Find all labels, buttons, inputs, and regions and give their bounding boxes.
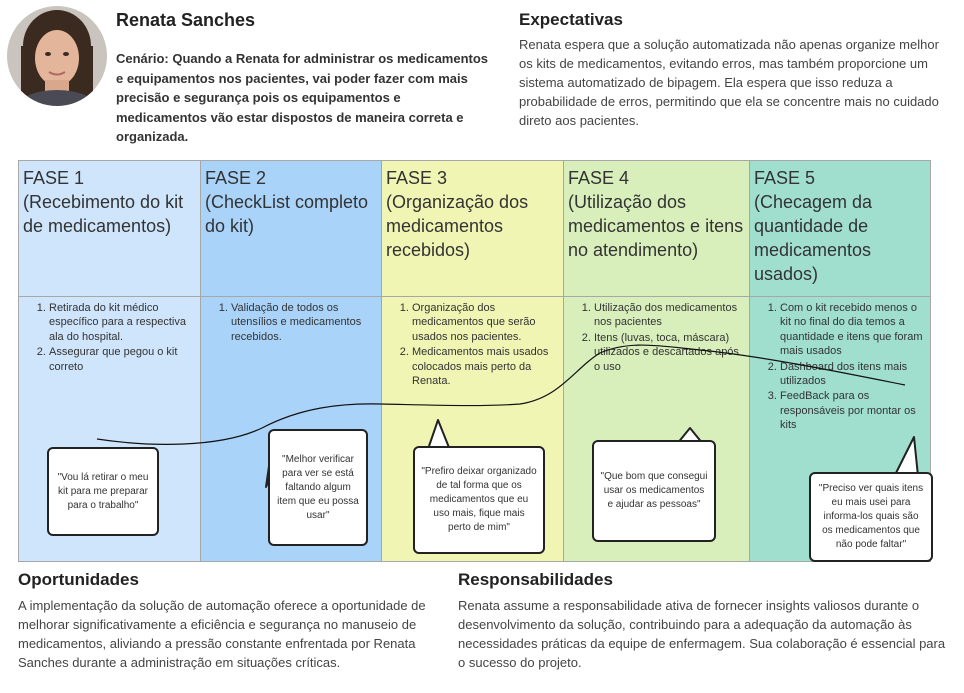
phase-3-item: Medicamentos mais usados colocados mais … bbox=[412, 345, 557, 388]
responsibilities-text: Renata assume a responsabilidade ativa d… bbox=[458, 598, 946, 670]
expectations-title: Expectativas bbox=[519, 10, 623, 29]
quote-bubble-1: "Vou lá retirar o meu kit para me prepar… bbox=[47, 447, 159, 536]
responsibilities-title: Responsabilidades bbox=[458, 570, 613, 589]
quote-bubble-5: "Preciso ver quais itens eu mais usei pa… bbox=[809, 472, 933, 562]
persona-name: Renata Sanches bbox=[116, 10, 256, 30]
phase-4-item: Itens (luvas, toca, máscara) utilizados … bbox=[594, 331, 743, 374]
persona-avatar bbox=[7, 6, 107, 106]
opportunities-title: Oportunidades bbox=[18, 570, 139, 589]
phase-2-body: Validação de todos os utensílios e medic… bbox=[201, 297, 381, 344]
phase-5-title: FASE 5 (Checagem da quantidade de medica… bbox=[750, 161, 930, 297]
phase-2-title: FASE 2 (CheckList completo do kit) bbox=[201, 161, 381, 297]
expectations-text: Renata espera que a solução automatizada… bbox=[519, 37, 939, 128]
phase-5-item: FeedBack para os responsáveis por montar… bbox=[780, 389, 924, 432]
phase-2-item: Validação de todos os utensílios e medic… bbox=[231, 301, 375, 344]
quote-bubble-4: "Que bom que consegui usar os medicament… bbox=[592, 440, 716, 542]
phase-4-item: Utilização dos medicamentos nos paciente… bbox=[594, 301, 743, 330]
phase-1-body: Retirada do kit médico específico para a… bbox=[19, 297, 200, 374]
phase-5-body: Com o kit recebido menos o kit no final … bbox=[750, 297, 930, 433]
phase-3-body: Organização dos medicamentos que serão u… bbox=[382, 297, 563, 388]
phase-5-item: Com o kit recebido menos o kit no final … bbox=[780, 301, 924, 359]
quote-bubble-3: "Prefiro deixar organizado de tal forma … bbox=[413, 446, 545, 554]
phase-4-body: Utilização dos medicamentos nos paciente… bbox=[564, 297, 749, 374]
avatar-image bbox=[7, 6, 107, 106]
phase-1-title: FASE 1 (Recebimento do kit de medicament… bbox=[19, 161, 200, 297]
quote-bubble-2: "Melhor verificar para ver se está falta… bbox=[268, 429, 368, 546]
phase-1-item: Retirada do kit médico específico para a… bbox=[49, 301, 194, 344]
persona-scenario: Cenário: Quando a Renata for administrar… bbox=[116, 51, 489, 144]
phase-4-title: FASE 4 (Utilização dos medicamentos e it… bbox=[564, 161, 749, 297]
phase-5-item: Dashboard dos itens mais utilizados bbox=[780, 360, 924, 389]
phase-3-item: Organização dos medicamentos que serão u… bbox=[412, 301, 557, 344]
phase-1-item: Assegurar que pegou o kit correto bbox=[49, 345, 194, 374]
phase-3-title: FASE 3 (Organização dos medicamentos rec… bbox=[382, 161, 563, 297]
opportunities-text: A implementação da solução de automação … bbox=[18, 598, 426, 670]
